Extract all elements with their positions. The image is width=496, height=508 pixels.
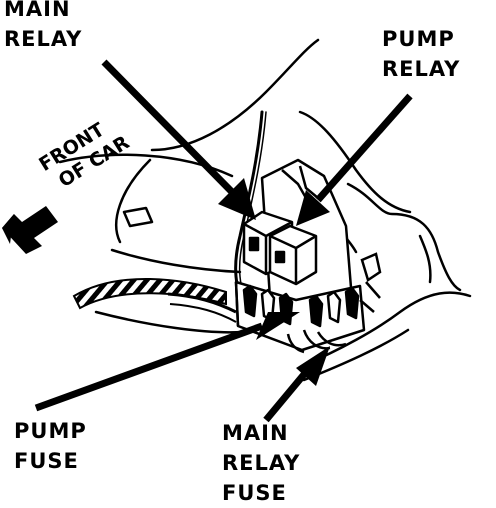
main-relay-arrowhead: [218, 178, 256, 220]
pump-fuse-label: PUMP FUSE: [14, 416, 87, 476]
fuse-block: [234, 280, 366, 354]
pump-relay-label: PUMP RELAY: [382, 24, 460, 84]
pump-fuse-pointer: [34, 322, 264, 412]
main-relay-fuse-label: MAIN RELAY FUSE: [222, 418, 300, 508]
pump-relay-label-line-1: PUMP: [382, 27, 455, 51]
pump-fuse-arrowhead: [256, 312, 300, 340]
side-clips: [359, 252, 382, 313]
pump-relay-pointer: [315, 93, 413, 203]
main-relay-fuse-label-line-3: FUSE: [222, 481, 287, 505]
pump-relay-box: [268, 224, 318, 286]
main-relay-pointer: [101, 59, 235, 195]
main-relay-label-line-2: RELAY: [4, 27, 83, 51]
main-relay-fuse-label-line-1: MAIN: [222, 421, 289, 445]
pump-fuse-label-line-1: PUMP: [14, 419, 87, 443]
main-relay-fuse-arrowhead: [296, 346, 330, 386]
main-relay-label: MAIN RELAY: [4, 0, 82, 54]
pump-fuse-label-line-2: FUSE: [14, 449, 79, 473]
wire-harness: [72, 277, 237, 323]
main-relay-label-line-1: MAIN: [4, 0, 71, 21]
front-arrow-icon: [2, 206, 58, 254]
pump-relay-label-line-2: RELAY: [382, 57, 461, 81]
pointer-arrows: [34, 59, 413, 423]
main-relay-fuse-pointer: [263, 369, 309, 423]
pump-relay-arrowhead: [296, 190, 330, 226]
main-relay-fuse-label-line-2: RELAY: [222, 451, 301, 475]
